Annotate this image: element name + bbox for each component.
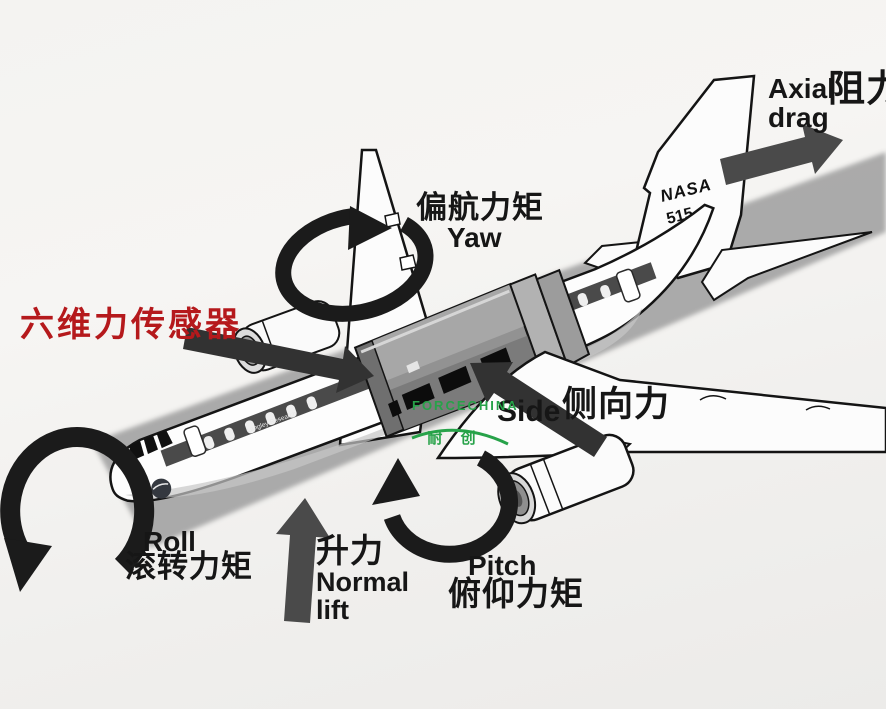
roll-arrowhead <box>4 538 52 592</box>
pitch-label-en: Pitch <box>468 550 537 581</box>
starboard-flap-fairings <box>699 395 831 411</box>
pitch-arrowhead <box>372 458 420 505</box>
axial-drag-arrow <box>720 124 843 185</box>
rear-door <box>615 268 641 303</box>
logo-arc <box>411 428 509 446</box>
balance-slots <box>388 347 512 418</box>
watermark-brand-zh: 耐 创 <box>427 430 483 447</box>
vertical-fin <box>634 74 756 280</box>
roll-label-en: Roll <box>143 526 196 557</box>
side-force-label-en: Side <box>497 395 561 428</box>
axial-drag-label-en: Axial drag <box>768 74 835 132</box>
watermark-brand: FORCECHINA <box>412 398 519 413</box>
meatball-detail <box>152 483 169 490</box>
starboard-wing <box>435 350 886 460</box>
lift-label-en-line1: Normal <box>316 567 410 597</box>
axial-drag-line2: drag <box>768 102 829 134</box>
yaw-arrowhead <box>348 206 392 250</box>
side-force-arrow <box>470 362 607 457</box>
side-force-label-zh: 侧向力 <box>562 385 671 424</box>
yaw-label-zh: 偏航力矩 <box>416 190 544 225</box>
lift-label-en-line2: lift <box>316 595 349 625</box>
front-door <box>183 425 207 457</box>
lift-label-zh: 升力 <box>316 532 384 569</box>
yaw-rotation-arrow <box>275 208 434 322</box>
roll-rotation-arrow <box>0 427 155 574</box>
axial-drag-line1: Axial <box>768 73 835 104</box>
lift-arrow <box>276 498 330 623</box>
axial-drag-label-zh: 阻力 <box>828 68 886 109</box>
force-balance-section <box>353 268 591 438</box>
roll-label-zh: 滚转力矩 <box>125 549 253 584</box>
yaw-label-en: Yaw <box>447 222 502 253</box>
right-stabilizer <box>700 231 873 302</box>
pitch-rotation-arrow <box>383 450 519 563</box>
sensor-pointer-arrow <box>183 327 374 393</box>
pitch-label-zh: 俯仰力矩 <box>448 575 584 612</box>
six-axis-sensor-label: 六维力传感器 <box>20 306 242 344</box>
fuselage: Langley Research N515NA <box>109 203 715 503</box>
